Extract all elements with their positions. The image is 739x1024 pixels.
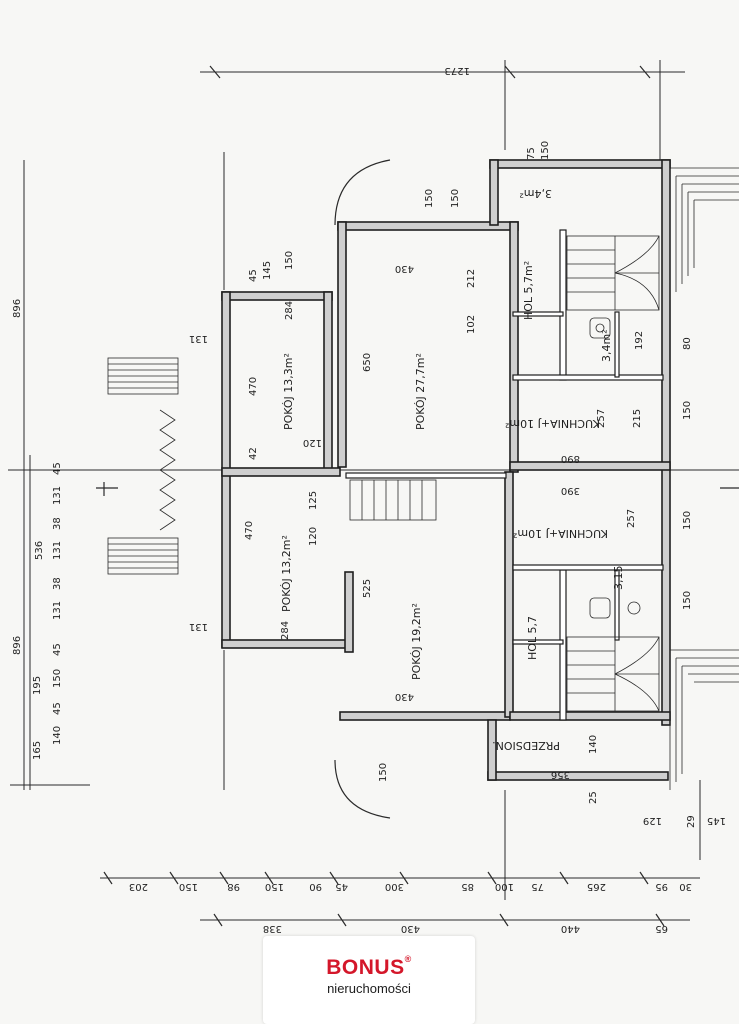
dim-left-4: 150: [52, 669, 63, 688]
dim-interior-35: 25: [588, 791, 599, 804]
dim-interior-38: 129: [643, 815, 662, 826]
dim-left-5: 195: [32, 676, 43, 695]
dim-bottom-11: 265: [587, 881, 606, 892]
dim-interior-28: 80: [682, 337, 693, 350]
dim-interior-36: 356: [551, 769, 570, 780]
dim-left-1: 165: [32, 741, 43, 760]
room-label-kitchen-lower: KUCHNIA+J 10m²: [513, 527, 608, 540]
dim-interior-3: 650: [362, 353, 373, 372]
dim-bottom-10: 75: [531, 881, 544, 892]
room-label-wc-upper: 3,4m²: [600, 329, 613, 362]
dim-left-2: 140: [52, 726, 63, 745]
dim-interior-8: 284: [280, 621, 291, 640]
dim-interior-6: 102: [466, 315, 477, 334]
dim-left-3: 45: [52, 702, 63, 715]
dim-interior-27: 131: [189, 621, 208, 632]
dim-interior-9: 470: [248, 377, 259, 396]
room-label-living-large: POKÓJ 27,7m²: [414, 353, 427, 430]
dim-bottom-3: 98: [227, 881, 240, 892]
dim-interior-25: 120: [303, 437, 322, 448]
dim-left-12: 45: [52, 462, 63, 475]
dim-interior-7: 284: [284, 301, 295, 320]
dim-interior-23: 125: [308, 491, 319, 510]
dim-interior-33: 75: [526, 147, 537, 160]
dim-bottom-2: 150: [179, 881, 198, 892]
dim-interior-11: 390: [561, 485, 580, 496]
dim-interior-37: 140: [588, 735, 599, 754]
dim-bottom-4: 150: [265, 881, 284, 892]
dim-interior-15: 215: [632, 409, 643, 428]
dim-bottom2-3: 440: [561, 923, 580, 934]
dim-interior-10: 470: [244, 521, 255, 540]
dim-left-10: 38: [52, 517, 63, 530]
dim-bottom-13: 30: [679, 881, 692, 892]
dim-left-wing: 536: [34, 541, 45, 560]
dim-interior-4: 525: [362, 579, 373, 598]
dim-interior-40: 29: [686, 815, 697, 828]
dim-interior-14: 257: [626, 509, 637, 528]
room-label-hall-lower: HOL 5,7: [526, 616, 539, 660]
dim-interior-20: 150: [284, 251, 295, 270]
dim-bottom2-4: 65: [655, 923, 668, 934]
brand-name-text: BONUS: [326, 956, 405, 979]
dim-interior-21: 45: [248, 269, 259, 282]
dim-interior-31: 150: [682, 591, 693, 610]
dim-bottom-5: 90: [309, 881, 322, 892]
dim-left-9: 131: [52, 541, 63, 560]
dim-bottom-1: 203: [129, 881, 148, 892]
dim-bottom-7: 300: [385, 881, 404, 892]
room-label-wc-lower: 3,15: [612, 566, 625, 591]
dim-interior-29: 150: [682, 401, 693, 420]
brand-name: BONUS®: [263, 954, 475, 980]
dim-left-11: 131: [52, 486, 63, 505]
dim-interior-5: 212: [466, 269, 477, 288]
dim-bottom2-1: 338: [263, 923, 282, 934]
dim-interior-22: 42: [248, 447, 259, 460]
dim-top-total: 1273: [445, 65, 470, 76]
dim-interior-24: 120: [308, 527, 319, 546]
dim-interior-30: 150: [682, 511, 693, 530]
brand-subtitle: nieruchomości: [327, 981, 411, 996]
dim-interior-12: 890: [561, 453, 580, 464]
registered-mark: ®: [404, 954, 412, 964]
room-label-room-upper: POKÓJ 13,3m²: [282, 353, 295, 430]
dim-interior-1: 430: [395, 263, 414, 274]
dim-interior-2: 430: [395, 691, 414, 702]
dim-interior-17: 150: [424, 189, 435, 208]
dim-left-7: 131: [52, 601, 63, 620]
dim-interior-39: 145: [707, 815, 726, 826]
room-label-room-lower: POKÓJ 13,2m²: [280, 535, 293, 612]
dim-bottom-12: 95: [655, 881, 668, 892]
dim-bottom2-2: 430: [401, 923, 420, 934]
dim-left-6: 45: [52, 643, 63, 656]
dim-bottom-9: 100: [495, 881, 514, 892]
dim-interior-26: 131: [189, 333, 208, 344]
dim-bottom-8: 85: [461, 881, 474, 892]
room-label-vestibule: PRZEDSION.: [492, 739, 560, 752]
dim-interior-32: 150: [378, 763, 389, 782]
room-label-kitchen-upper: KUCHNIA+J 10m²: [505, 417, 600, 430]
dim-interior-16: 192: [634, 331, 645, 350]
dim-interior-18: 150: [450, 189, 461, 208]
dim-interior-13: 257: [596, 409, 607, 428]
dim-right-total: 896: [12, 636, 23, 655]
dim-interior-19: 145: [262, 261, 273, 280]
dim-bottom-6: 45: [335, 881, 348, 892]
room-label-wc-top: 3,4m²: [519, 187, 552, 200]
dim-interior-34: 150: [540, 141, 551, 160]
brand-logo: BONUS® nieruchomości: [263, 936, 475, 1024]
dim-left-8: 38: [52, 577, 63, 590]
room-label-living-lower: POKÓJ 19,2m²: [410, 603, 423, 680]
room-label-hall-upper: HOL 5,7m²: [522, 261, 535, 320]
dim-left-total: 896: [12, 299, 23, 318]
